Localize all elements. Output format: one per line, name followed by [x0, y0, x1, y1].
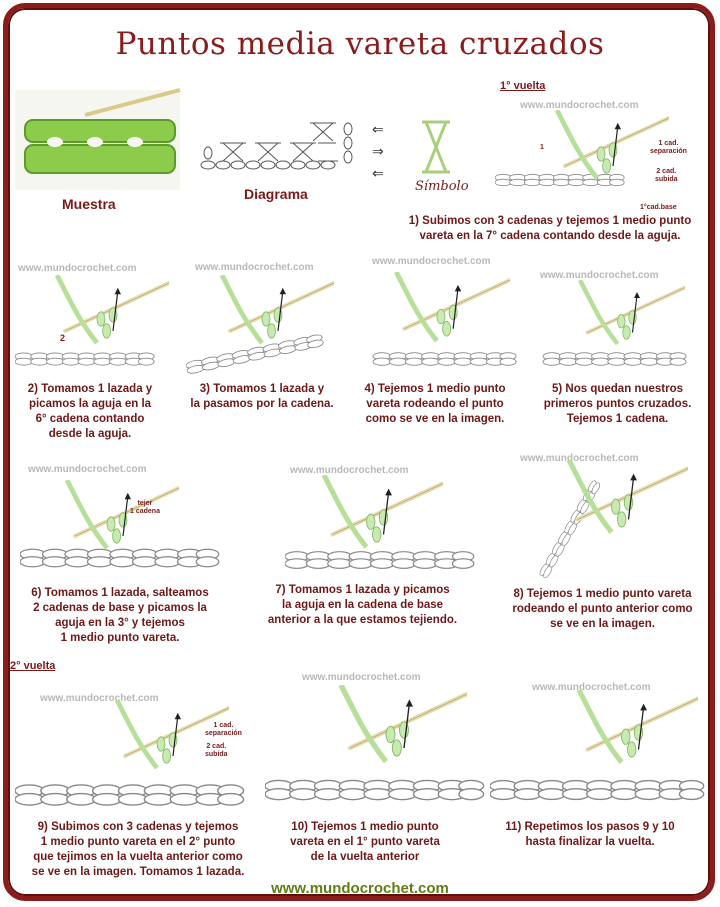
step-5-caption: 5) Nos quedan nuestros primeros puntos c…	[543, 383, 692, 425]
watermark: www.mundocrochet.com	[520, 100, 639, 111]
annotation-base-chain: 1°cad.base	[640, 204, 677, 211]
watermark: www.mundocrochet.com	[520, 453, 639, 464]
stitch-symbol-x	[422, 120, 450, 174]
step-6-caption: 6) Tomamos 1 lazada, salteamos 2 cadenas…	[31, 587, 209, 644]
watermark: www.mundocrochet.com	[28, 464, 147, 475]
watermark: www.mundocrochet.com	[290, 465, 409, 476]
annotation-separation-chain: 1 cad. separación	[205, 722, 242, 737]
sample-swatch-image	[15, 88, 181, 190]
annotation-turning-chains: 2 cad. subida	[655, 168, 678, 183]
round-1-heading: 1° vuelta	[500, 80, 546, 92]
watermark: www.mundocrochet.com	[540, 270, 659, 281]
step-4-caption: 4) Tejemos 1 medio punto vareta rodeando…	[364, 383, 506, 425]
step-9-hook-yarn	[90, 700, 240, 780]
step-8-caption: 8) Tejemos 1 medio punto vareta rodeando…	[512, 588, 693, 630]
step-2-hook-yarn	[40, 275, 170, 355]
annotation-make-chain: tejer 1 cadena	[130, 500, 160, 515]
watermark: www.mundocrochet.com	[372, 256, 491, 267]
arrow-number-1: 1	[540, 144, 544, 151]
watermark: www.mundocrochet.com	[195, 262, 314, 273]
step-9-caption: 9) Subimos con 3 cadenas y tejemos 1 med…	[31, 821, 245, 878]
step-11-caption: 11) Repetimos los pasos 9 y 10 hasta fin…	[505, 821, 675, 848]
diagram-direction-arrows: ⇐⇒⇐	[372, 121, 384, 181]
annotation-separation-chain: 1 cad. separación	[650, 140, 687, 155]
stitch-diagram	[200, 122, 353, 170]
step-11-hook-yarn	[560, 690, 700, 775]
watermark: www.mundocrochet.com	[40, 693, 159, 704]
footer-website-link[interactable]: www.mundocrochet.com	[271, 880, 449, 897]
step-5-hook-yarn	[560, 280, 690, 355]
step-7-caption: 7) Tomamos 1 lazada y picamos la aguja e…	[267, 584, 458, 626]
watermark: www.mundocrochet.com	[532, 682, 651, 693]
step-10-caption: 10) Tejemos 1 medio punto vareta en el 1…	[290, 821, 440, 863]
step-2-caption: 2) Tomamos 1 lazada y picamos la aguja e…	[27, 383, 153, 440]
page-title: Puntos media vareta cruzados	[115, 26, 605, 62]
step-6-hook-yarn	[30, 480, 200, 560]
step-10-illustration	[265, 770, 485, 810]
watermark: www.mundocrochet.com	[18, 263, 137, 274]
step-8-hook-yarn	[540, 460, 700, 545]
diagrama-label: Diagrama	[244, 186, 308, 202]
step-4-hook-yarn	[380, 270, 510, 355]
simbolo-label: Símbolo	[415, 179, 469, 194]
step-10-hook-yarn	[320, 685, 470, 775]
step-3-caption: 3) Tomamos 1 lazada y la pasamos por la …	[190, 383, 334, 410]
arrow-number-2: 2	[60, 333, 66, 343]
annotation-turning-chains: 2 cad. subida	[205, 743, 228, 758]
watermark: www.mundocrochet.com	[302, 672, 421, 683]
round-2-heading: 2° vuelta	[10, 660, 56, 672]
step-11-illustration	[490, 770, 705, 810]
step-9-illustration	[15, 775, 245, 815]
step-7-hook-yarn	[290, 475, 460, 560]
step-3-hook-yarn	[205, 275, 335, 355]
step-1-caption: 1) Subimos con 3 cadenas y tejemos 1 med…	[408, 215, 692, 242]
muestra-label: Muestra	[62, 196, 116, 212]
